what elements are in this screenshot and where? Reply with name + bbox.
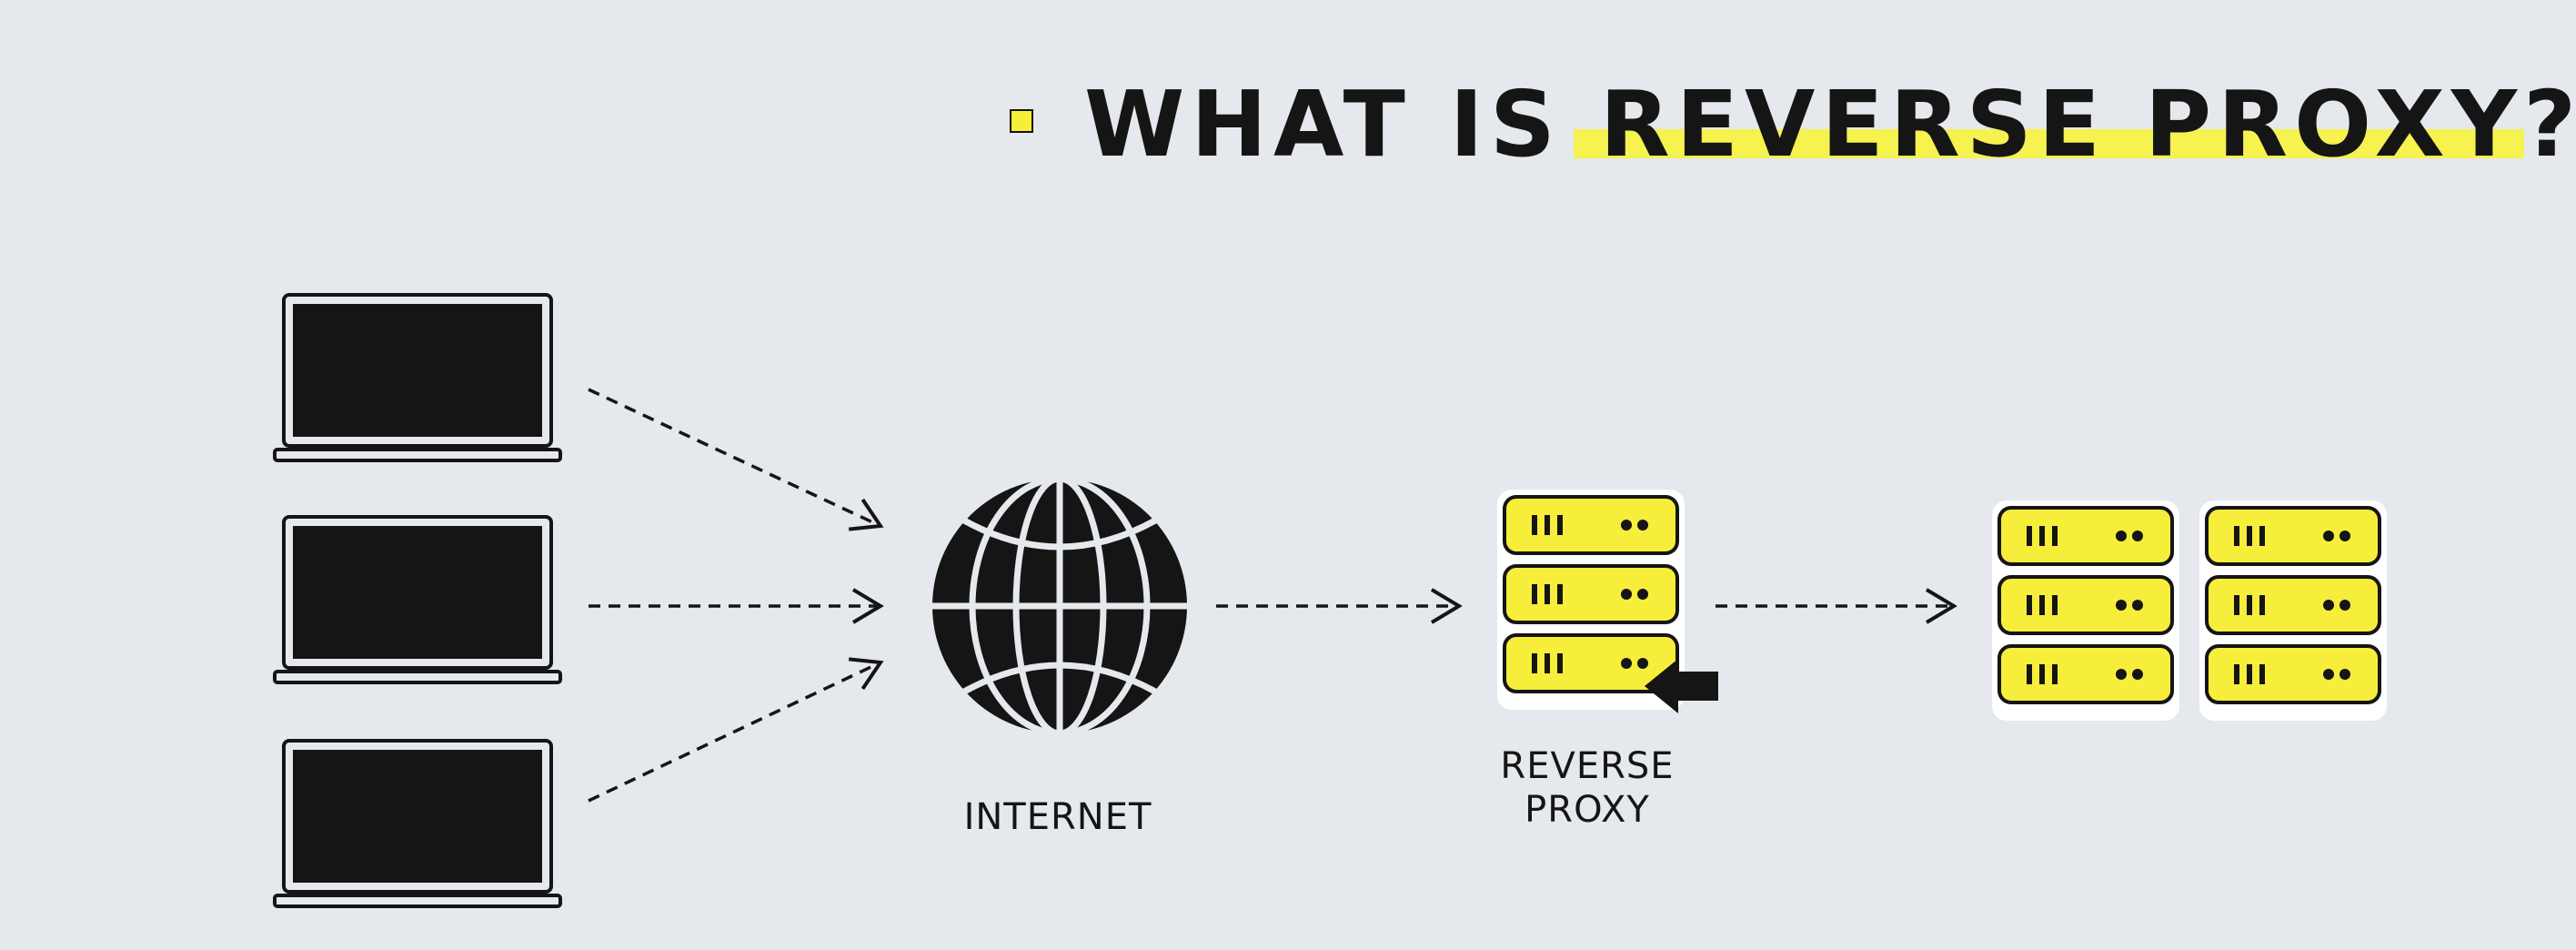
laptop-icon xyxy=(273,515,562,684)
internet-label: INTERNET xyxy=(963,796,1152,838)
laptop-icon xyxy=(273,739,562,908)
reverse-proxy-label-line1: REVERSE xyxy=(1500,745,1675,787)
reverse-proxy-label: REVERSE PROXY xyxy=(1446,744,1728,832)
backend-server-stack-icon xyxy=(1992,500,2179,721)
arrow-left-icon xyxy=(1645,659,1718,713)
backend-server-stack-icon xyxy=(2199,500,2387,721)
arrow-proxy-to-backend xyxy=(1716,588,1956,624)
globe-icon xyxy=(929,475,1191,737)
arrow-bottom-laptop-to-internet xyxy=(588,645,890,803)
arrow-internet-to-proxy xyxy=(1216,588,1461,624)
page-title: WHAT IS REVERSE PROXY? xyxy=(1084,71,2576,177)
title-bullet-square xyxy=(1010,109,1033,133)
title-highlight-bar xyxy=(1574,129,2524,158)
reverse-proxy-label-line2: PROXY xyxy=(1524,789,1650,831)
arrow-top-laptop-to-internet xyxy=(588,388,890,543)
title-block: WHAT IS REVERSE PROXY? xyxy=(1010,71,2576,180)
arrow-middle-laptop-to-internet xyxy=(589,588,882,624)
laptop-icon xyxy=(273,293,562,462)
